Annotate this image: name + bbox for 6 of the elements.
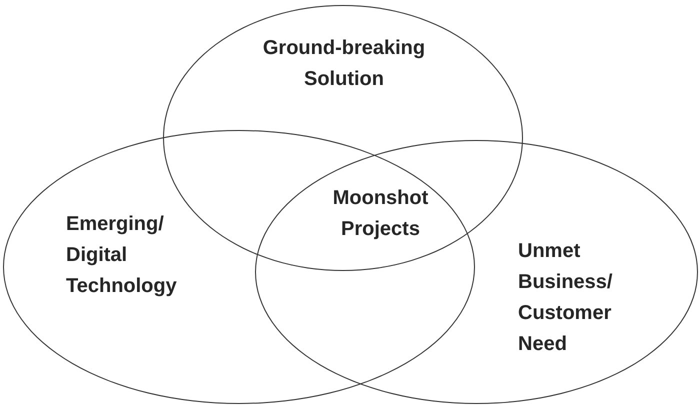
overlap-label: Moonshot Projects (332, 186, 430, 242)
set-label: Ground-breaking Solution (262, 36, 426, 92)
venn-ellipse (255, 140, 698, 404)
venn-ellipse (3, 130, 475, 404)
set-label: Emerging/ Digital Technology (66, 212, 178, 299)
set-label: Unmet Business/ Customer Need (518, 239, 614, 357)
